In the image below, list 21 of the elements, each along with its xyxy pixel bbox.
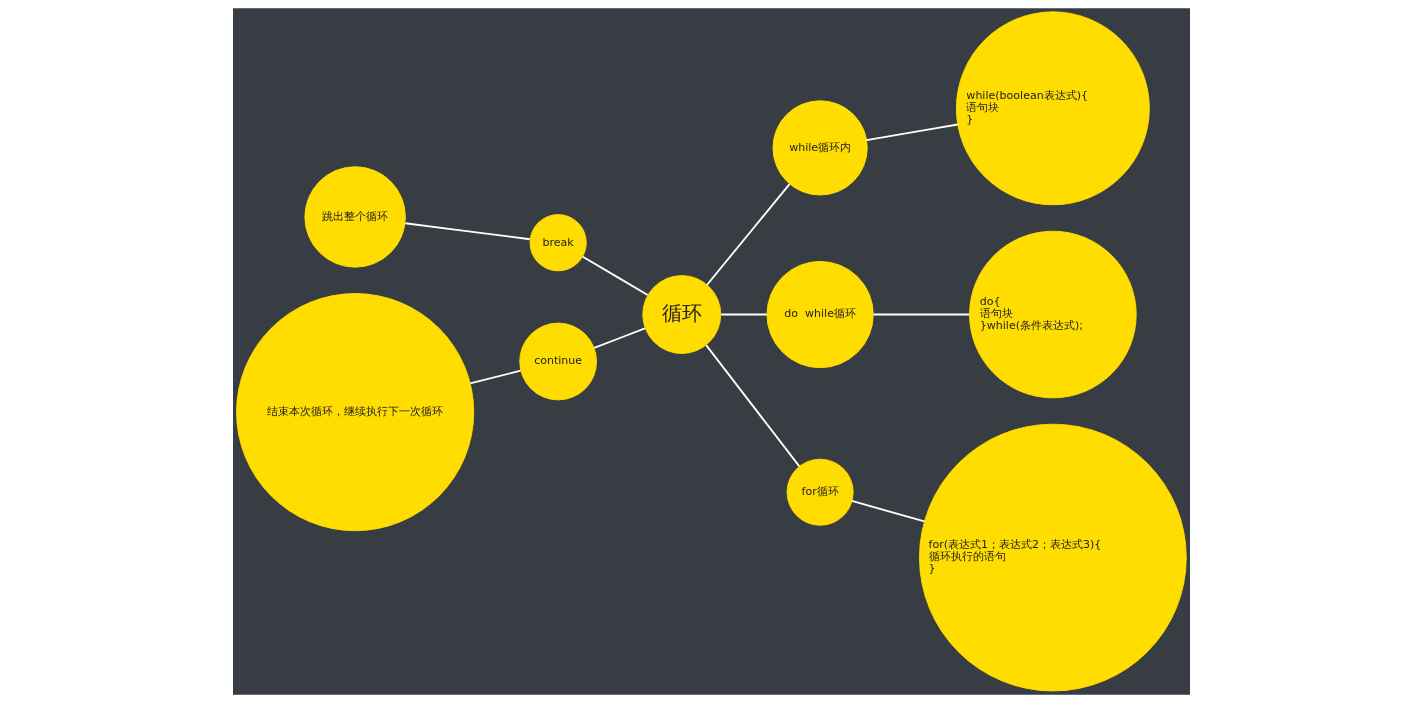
node-circle: 结束本次循环，继续执行下一次循环	[235, 293, 474, 532]
connector	[403, 222, 531, 241]
connector	[872, 313, 970, 316]
node-circle: for循环	[786, 458, 854, 526]
node-circle: 循环	[641, 275, 721, 354]
node-circle: break	[529, 214, 587, 272]
connector	[704, 344, 800, 468]
connector	[468, 369, 522, 385]
node-circle: while循环内	[772, 100, 868, 196]
node-circle: continue	[518, 322, 597, 401]
node-circle: while(boolean表达式){ 语句块 }	[955, 11, 1150, 206]
node-circle: for(表达式1；表达式2；表达式3){ 循环执行的语句 }	[918, 423, 1187, 692]
connector	[850, 500, 925, 523]
connector	[705, 183, 790, 286]
connector	[581, 255, 649, 296]
node-circle: 跳出整个循环	[303, 166, 406, 268]
node-circle: do while循环	[766, 260, 874, 369]
connector	[592, 327, 646, 349]
node-circle: do{ 语句块 }while(条件表达式);	[968, 230, 1137, 399]
connector	[865, 123, 959, 141]
connector	[719, 313, 768, 316]
